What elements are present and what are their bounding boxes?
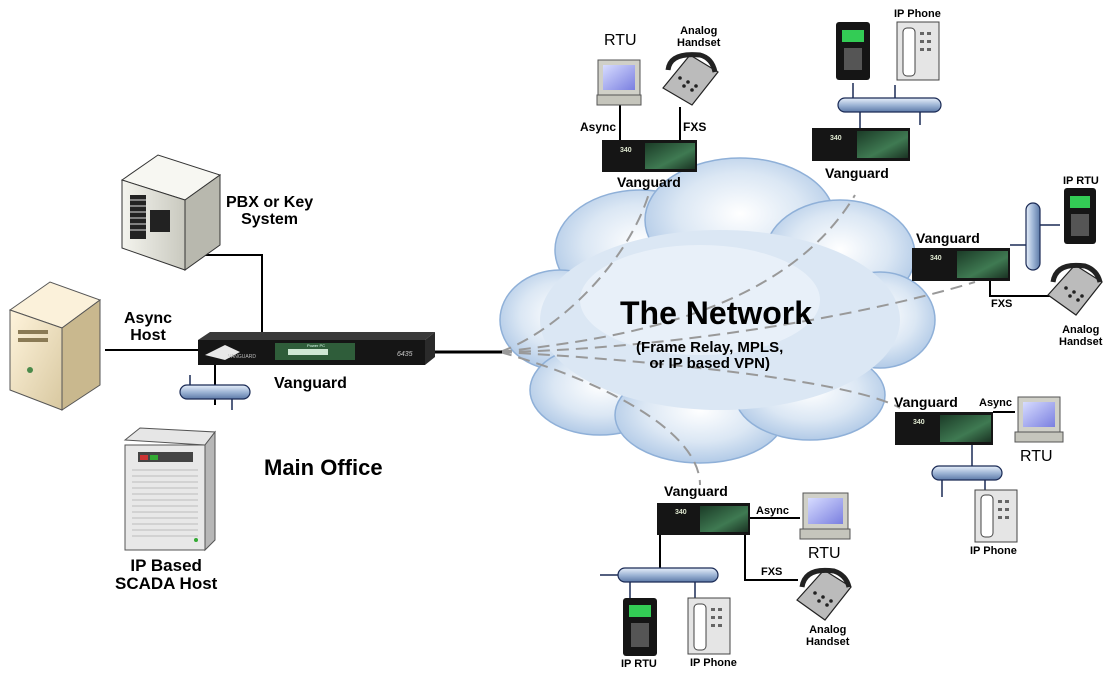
main-office-label: Main Office: [264, 455, 383, 480]
site1-async-label: Async: [580, 120, 617, 134]
site5-rtu-icon: [799, 492, 851, 540]
site3-ip-rtu-icon: [1064, 188, 1096, 244]
site2-model-label: 340: [830, 135, 842, 142]
main-office-ethernet-pipe: [179, 375, 251, 410]
network-title: The Network: [620, 295, 813, 331]
main-device-labels: 6435 VANGUARD Power PC: [228, 343, 413, 360]
pbx-label-line1: PBX or Key: [226, 194, 314, 211]
network-cloud: [499, 157, 936, 464]
site2-ip-phone-icon: [896, 21, 940, 81]
site1-rtu-icon: [596, 59, 642, 106]
site4-async-label: Async: [979, 397, 1013, 409]
site5-async-label: Async: [756, 505, 790, 517]
site3-analog-label: Analog Handset: [1059, 324, 1103, 348]
site5-rtu-label: RTU: [808, 545, 841, 562]
site4-ip-phone-icon: [974, 489, 1018, 543]
site5-vanguard-label: Vanguard: [664, 483, 728, 499]
site5-ip-phone-icon: [687, 597, 731, 655]
site5-analog-label-line1: Analog: [809, 624, 847, 636]
site3-vanguard-label: Vanguard: [916, 230, 980, 246]
pbx-label: PBX or Key System: [226, 194, 314, 229]
site3-analog-handset-icon: [1047, 262, 1103, 316]
dashed-links: [499, 189, 976, 486]
main-panel-label: Power PC: [307, 343, 325, 348]
site5-ip-rtu-icon: [623, 598, 657, 656]
site1-analog-label-line1: Analog: [680, 25, 718, 37]
site3-fxs-line: [989, 281, 1052, 297]
site2-vanguard-label: Vanguard: [825, 165, 889, 181]
network-subtitle: (Frame Relay, MPLS, or IP based VPN): [636, 340, 783, 372]
site5-links: [659, 517, 800, 581]
site1-links: [619, 104, 681, 140]
site1-model-label: 340: [620, 147, 632, 154]
site4-model-label: 340: [913, 419, 925, 426]
site5-analog-label-line2: Handset: [806, 635, 850, 648]
site5-ethernet-pipe: [600, 567, 719, 598]
site4-vanguard-device: [895, 412, 993, 445]
async-host-label-line2: Host: [130, 326, 166, 344]
pbx-label-line2: System: [241, 210, 299, 228]
site5-analog-handset-icon: [796, 567, 852, 621]
site2-ipphone-label: IP Phone: [894, 8, 941, 20]
site5-iprtu-label: IP RTU: [621, 658, 657, 670]
site1-fxs-label: FXS: [683, 120, 707, 134]
site3-fxs-label: FXS: [991, 298, 1013, 310]
async-host-label-line1: Async: [124, 310, 173, 327]
async-host-icon: [8, 281, 102, 411]
site3-vanguard-device: [912, 248, 1010, 281]
site1-vanguard-label: Vanguard: [617, 174, 681, 190]
main-brand-label: VANGUARD: [228, 354, 256, 360]
site1-analog-label-line2: Handset: [677, 36, 721, 49]
site4-ipphone-label: IP Phone: [970, 545, 1017, 557]
site2-ethernet-pipe: [837, 83, 942, 128]
site2-ip-rtu-icon: [836, 22, 870, 80]
site3-model-label: 340: [930, 255, 942, 262]
site1-analog-handset-icon: [662, 52, 719, 106]
site4-ethernet-pipe: [931, 445, 1003, 497]
small-device-model-labels: 340 340 340 340 340: [620, 135, 942, 516]
site5-analog-label: Analog Handset: [806, 624, 850, 648]
pbx-icon: [120, 154, 222, 271]
network-subtitle-line2: or IP based VPN): [649, 354, 770, 372]
main-model-label: 6435: [397, 351, 413, 358]
site4-rtu-icon: [1014, 396, 1064, 443]
site3-ethernet-pipe: [1010, 202, 1060, 271]
site1-vanguard-device: [602, 140, 697, 172]
site4-rtu-label: RTU: [1020, 448, 1053, 465]
site3-iprtu-label: IP RTU: [1063, 175, 1099, 187]
site1-rtu-label: RTU: [604, 32, 637, 49]
main-vanguard-label: Vanguard: [274, 375, 347, 392]
site5-model-label: 340: [675, 509, 687, 516]
scada-server-icon: [123, 427, 216, 552]
site5-vanguard-device: [657, 503, 750, 535]
site2-vanguard-device: [812, 128, 910, 161]
site3-analog-label-line1: Analog: [1062, 324, 1100, 336]
scada-label-line1: IP Based: [130, 556, 202, 575]
site1-analog-label: Analog Handset: [677, 25, 721, 49]
scada-label: IP Based SCADA Host: [115, 557, 217, 593]
async-host-label: Async Host: [124, 310, 173, 345]
main-vanguard-device: [198, 332, 435, 365]
site5-fxs-label: FXS: [761, 566, 783, 578]
scada-label-line2: SCADA Host: [115, 573, 218, 593]
site4-vanguard-label: Vanguard: [894, 394, 958, 410]
network-subtitle-line1: (Frame Relay, MPLS,: [636, 339, 784, 356]
site3-analog-label-line2: Handset: [1059, 335, 1103, 348]
site5-ipphone-label: IP Phone: [690, 657, 737, 669]
